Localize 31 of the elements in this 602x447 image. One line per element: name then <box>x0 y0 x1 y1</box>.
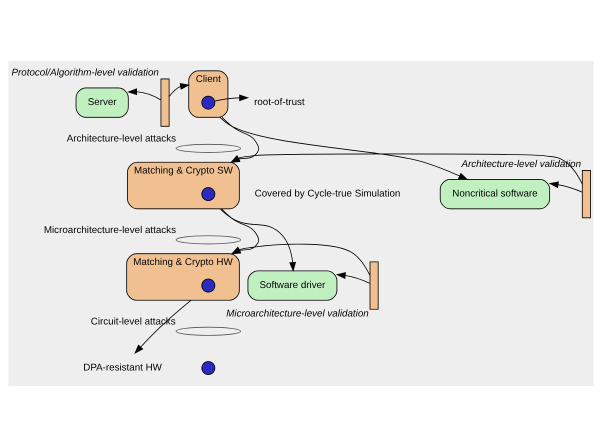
node-bar <box>370 261 379 310</box>
label: Covered by Cycle-true Simulation <box>254 188 400 200</box>
arrow <box>220 208 296 272</box>
node-box: Noncritical software <box>440 179 550 210</box>
node-box: Software driver <box>248 270 338 301</box>
cluster: Matching & Crypto SW <box>127 162 240 210</box>
node-ellipse <box>176 235 241 244</box>
arrow <box>548 181 583 193</box>
node-bar <box>582 170 591 218</box>
node-label: Architecture-level attacks <box>66 134 176 145</box>
cluster: Matching & Crypto HW <box>126 253 240 301</box>
arrow <box>214 94 250 102</box>
cluster: Client <box>188 70 228 118</box>
node-label: Microarchitecture-level validation <box>226 308 369 320</box>
node-circle <box>201 361 216 375</box>
arrow <box>134 300 192 354</box>
arrow <box>336 272 370 284</box>
node-text: root-of-trust <box>254 97 305 108</box>
node-text: DPA-resistant HW <box>83 362 162 374</box>
node-circle <box>201 187 216 202</box>
node-bar <box>160 78 170 127</box>
node-box: Server <box>76 88 129 118</box>
node-circle <box>201 278 216 292</box>
node-label: Protocol/Algorithm-level validation <box>12 67 159 78</box>
node-label: Microarchitecture-level attacks <box>44 224 176 236</box>
arrow <box>127 88 162 100</box>
arrow <box>168 82 190 97</box>
node-ellipse <box>176 144 241 153</box>
node-ellipse <box>176 326 241 336</box>
node-circle <box>201 96 216 110</box>
arrow <box>220 116 468 180</box>
